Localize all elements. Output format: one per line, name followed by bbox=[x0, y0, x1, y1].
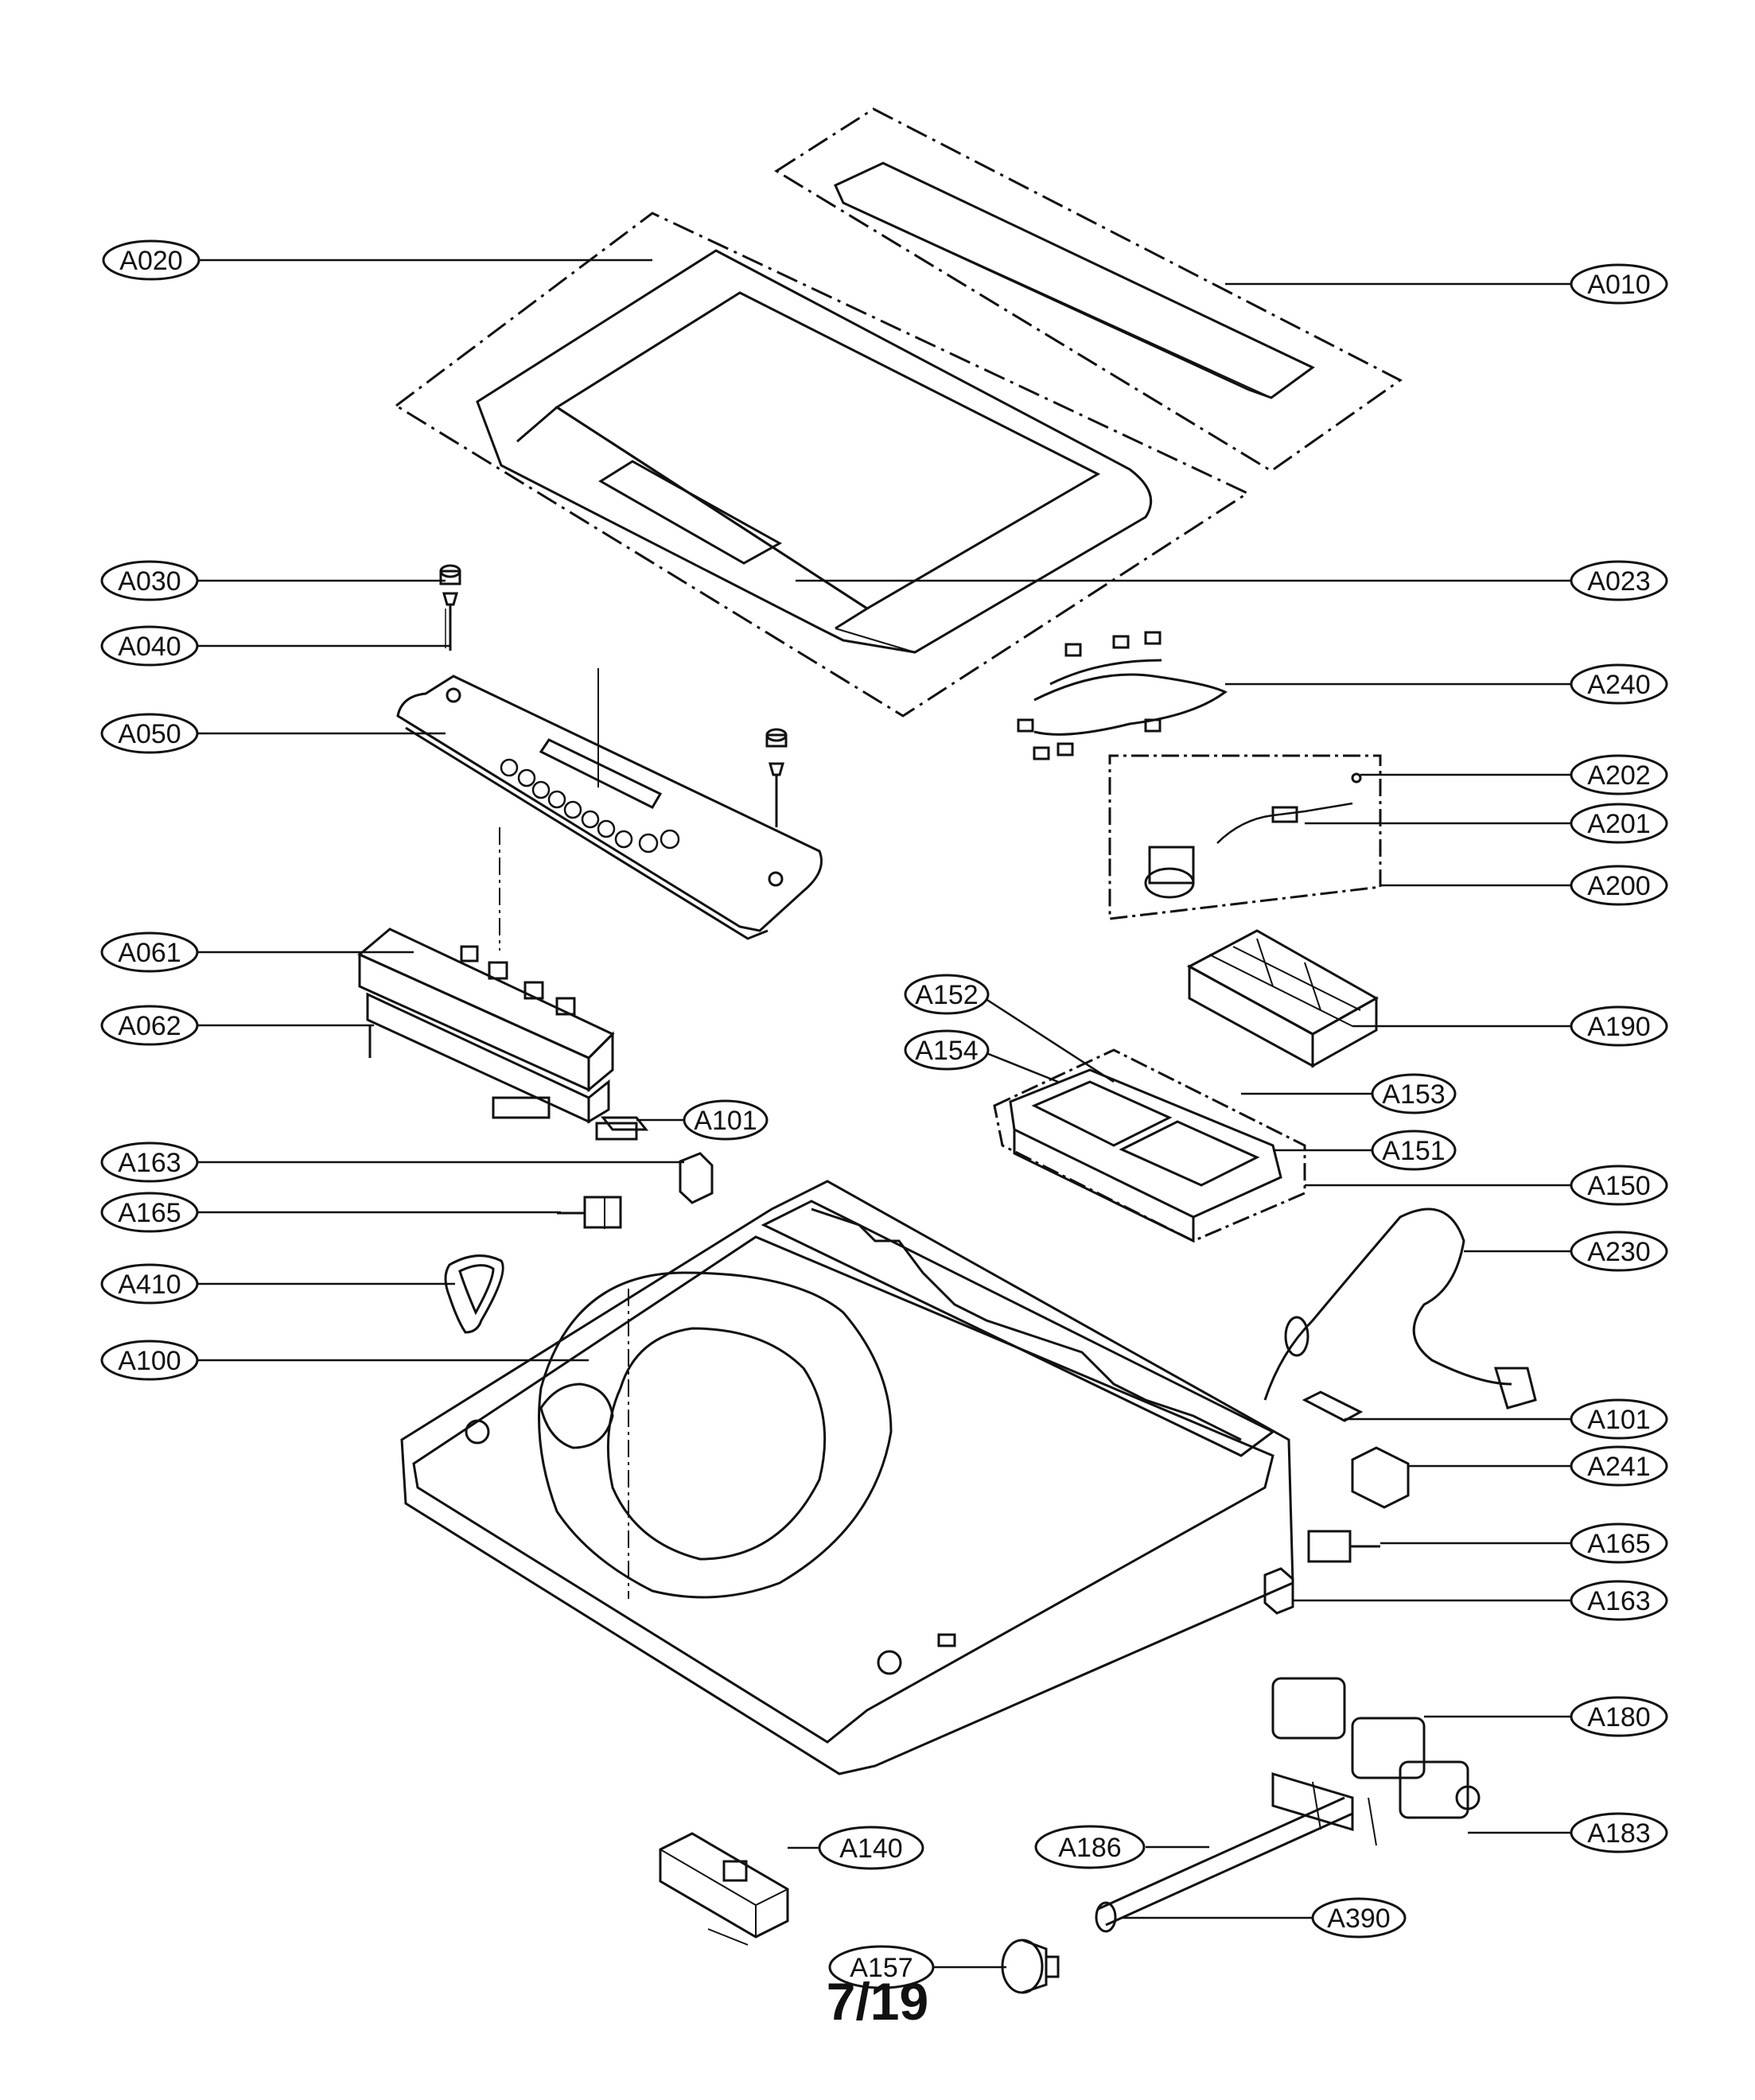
part-a240-wire-harness-drawing bbox=[1017, 631, 1228, 760]
callout-a165-right: A165 bbox=[1570, 1522, 1668, 1564]
callout-a140: A140 bbox=[818, 1826, 924, 1870]
part-screw-right-drawing bbox=[765, 728, 788, 827]
svg-text:A150: A150 bbox=[1587, 1171, 1650, 1201]
part-a163-a165-left-drawing bbox=[557, 1152, 714, 1229]
callout-a183: A183 bbox=[1570, 1812, 1668, 1853]
callout-a023: A023 bbox=[1570, 560, 1668, 601]
svg-text:A140: A140 bbox=[839, 1834, 902, 1864]
svg-text:A230: A230 bbox=[1587, 1237, 1650, 1267]
part-a180-inlet-valve-drawing bbox=[1271, 1677, 1481, 1846]
part-a230-power-cord-drawing bbox=[1263, 1208, 1537, 1410]
callout-a154: A154 bbox=[904, 1029, 990, 1071]
callout-a030: A030 bbox=[100, 560, 199, 601]
svg-text:A062: A062 bbox=[118, 1011, 181, 1041]
part-a200-pressure-switch-drawing bbox=[1108, 754, 1382, 920]
callout-a101-upper: A101 bbox=[683, 1099, 769, 1141]
callout-a230: A230 bbox=[1570, 1231, 1668, 1272]
part-a186-a390-hose-drawing bbox=[1095, 1796, 1353, 1933]
svg-text:A241: A241 bbox=[1587, 1452, 1650, 1482]
part-a140-lid-switch-drawing bbox=[659, 1832, 789, 1946]
svg-text:A186: A186 bbox=[1058, 1833, 1121, 1863]
part-a010-cover-drawing bbox=[774, 107, 1403, 472]
callout-a150: A150 bbox=[1570, 1165, 1668, 1206]
callout-a100: A100 bbox=[100, 1340, 199, 1381]
page-number: 7/19 bbox=[826, 1972, 929, 2031]
leader-lines bbox=[197, 259, 1571, 1969]
callout-a151: A151 bbox=[1371, 1130, 1457, 1171]
callout-a153: A153 bbox=[1371, 1073, 1457, 1114]
callout-a241: A241 bbox=[1570, 1445, 1668, 1487]
part-right-small-parts-drawing bbox=[1263, 1390, 1410, 1615]
svg-text:A030: A030 bbox=[118, 566, 181, 597]
callout-a186: A186 bbox=[1034, 1825, 1146, 1869]
callout-a157: A157 bbox=[828, 1945, 935, 1989]
callout-a163-right: A163 bbox=[1570, 1580, 1668, 1621]
svg-text:A201: A201 bbox=[1587, 809, 1650, 839]
svg-text:A152: A152 bbox=[915, 980, 978, 1010]
part-a030-a040-screw-drawing bbox=[439, 564, 461, 651]
callout-a240: A240 bbox=[1570, 663, 1668, 705]
part-a100-top-plate-drawing bbox=[400, 1180, 1294, 1775]
svg-text:A180: A180 bbox=[1587, 1702, 1650, 1732]
part-a190-housing-drawing bbox=[1186, 929, 1379, 1068]
callout-a101-lower: A101 bbox=[1570, 1398, 1668, 1440]
svg-text:A165: A165 bbox=[1587, 1529, 1650, 1559]
callout-a050: A050 bbox=[100, 713, 199, 754]
part-a150-drawer-drawing bbox=[993, 1048, 1306, 1243]
callout-a201: A201 bbox=[1570, 803, 1668, 844]
svg-text:A100: A100 bbox=[118, 1346, 181, 1376]
callout-a062: A062 bbox=[100, 1005, 199, 1046]
callout-a410: A410 bbox=[100, 1263, 199, 1305]
svg-text:A154: A154 bbox=[915, 1036, 978, 1066]
svg-text:A410: A410 bbox=[118, 1270, 181, 1300]
callout-a010: A010 bbox=[1570, 263, 1668, 305]
svg-text:A101: A101 bbox=[1587, 1405, 1650, 1435]
svg-text:A200: A200 bbox=[1587, 871, 1650, 901]
part-a050-control-panel-drawing bbox=[396, 668, 823, 951]
part-a020-lid-drawing bbox=[394, 212, 1251, 718]
callout-labels: A020 A010 A023 A030 A040 A050 A061 A062 … bbox=[100, 239, 1668, 1989]
callout-a040: A040 bbox=[100, 625, 199, 667]
svg-text:A165: A165 bbox=[118, 1198, 181, 1228]
svg-text:A202: A202 bbox=[1587, 760, 1650, 791]
callout-a200: A200 bbox=[1570, 865, 1668, 906]
svg-text:A183: A183 bbox=[1587, 1818, 1650, 1849]
svg-text:A240: A240 bbox=[1587, 670, 1650, 700]
callout-a163-left: A163 bbox=[100, 1141, 199, 1183]
svg-text:A023: A023 bbox=[1587, 566, 1650, 597]
svg-text:A050: A050 bbox=[118, 719, 181, 749]
svg-text:A061: A061 bbox=[118, 938, 181, 968]
part-a061-a062-pcb-drawing bbox=[357, 928, 649, 1141]
svg-text:A390: A390 bbox=[1327, 1904, 1390, 1934]
callout-a202: A202 bbox=[1570, 754, 1668, 795]
svg-text:A157: A157 bbox=[850, 1953, 913, 1983]
callout-a165-left: A165 bbox=[100, 1192, 199, 1233]
svg-text:A010: A010 bbox=[1587, 270, 1650, 300]
callout-a020: A020 bbox=[102, 239, 200, 281]
part-a410-funnel-drawing bbox=[444, 1254, 504, 1334]
svg-text:A040: A040 bbox=[118, 632, 181, 662]
callout-a390: A390 bbox=[1311, 1897, 1407, 1939]
svg-text:A190: A190 bbox=[1587, 1012, 1650, 1042]
svg-text:A020: A020 bbox=[119, 246, 182, 276]
callout-a061: A061 bbox=[100, 931, 199, 973]
svg-text:A153: A153 bbox=[1382, 1079, 1445, 1110]
callout-a152: A152 bbox=[904, 974, 990, 1015]
svg-text:A163: A163 bbox=[1587, 1586, 1650, 1616]
svg-text:A163: A163 bbox=[118, 1148, 181, 1178]
callout-a190: A190 bbox=[1570, 1005, 1668, 1047]
callout-a180: A180 bbox=[1570, 1696, 1668, 1737]
svg-text:A151: A151 bbox=[1382, 1136, 1445, 1166]
svg-text:A101: A101 bbox=[694, 1106, 757, 1136]
